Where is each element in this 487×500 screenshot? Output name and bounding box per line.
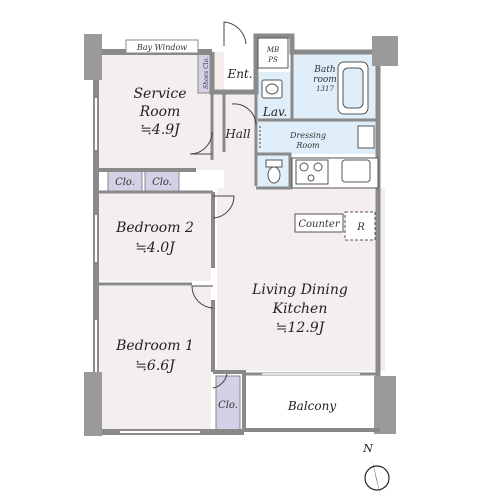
column-top-right bbox=[372, 36, 398, 66]
compass-needle-icon bbox=[372, 459, 381, 497]
closet-door-c bbox=[212, 373, 228, 389]
mb-label: MB bbox=[266, 46, 279, 54]
service-room-name-2: Room bbox=[139, 104, 181, 120]
ldk-name-1: Living Dining bbox=[251, 282, 348, 298]
burner-2 bbox=[313, 162, 323, 172]
compass-circle bbox=[364, 465, 390, 491]
ps-label: PS bbox=[267, 56, 278, 64]
entrance-door bbox=[223, 21, 247, 46]
north-label: N bbox=[362, 442, 373, 455]
north-arrow: N bbox=[362, 442, 390, 497]
washing-machine bbox=[357, 125, 375, 149]
burner-1 bbox=[299, 162, 309, 172]
dressing-room-floor bbox=[258, 120, 376, 154]
columns bbox=[84, 34, 398, 436]
bedroom1-area: ≒6.6J bbox=[135, 358, 176, 374]
column-top-left bbox=[84, 34, 102, 80]
floors bbox=[96, 52, 385, 430]
burner-3 bbox=[307, 174, 315, 182]
hall-floor bbox=[224, 92, 256, 188]
closets bbox=[107, 52, 241, 431]
dressing-label-1: Dressing bbox=[289, 131, 326, 140]
balcony-rail bbox=[244, 428, 380, 432]
refrigerator-space bbox=[344, 211, 376, 241]
bedroom1-floor bbox=[96, 286, 211, 430]
labels: Bay Window Shoes Clo. Ent. MB PS Bath ro… bbox=[115, 43, 365, 413]
bedroom2-area: ≒4.0J bbox=[135, 240, 176, 256]
kitchen-sink bbox=[341, 159, 371, 183]
r-label: R bbox=[356, 222, 365, 233]
closet-b-label: Clo. bbox=[152, 177, 172, 188]
mb-ps-box bbox=[257, 37, 289, 69]
bedroom1-name: Bedroom 1 bbox=[115, 338, 194, 354]
counter-label: Counter bbox=[298, 219, 340, 230]
balcony-floor bbox=[244, 378, 379, 430]
washbasin-bowl bbox=[265, 83, 279, 95]
ldk-name-2: Kitchen bbox=[272, 301, 328, 317]
lav-label: Lav. bbox=[262, 105, 287, 119]
entrance-label: Ent. bbox=[226, 67, 252, 81]
dressing-label-2: Room bbox=[295, 141, 320, 150]
closet-a-label: Clo. bbox=[115, 177, 135, 188]
counter-box bbox=[294, 213, 344, 233]
bedroom2-door bbox=[212, 195, 235, 219]
bathtub-inner bbox=[342, 67, 364, 109]
windows bbox=[95, 39, 360, 433]
bath-label-1: Bath bbox=[313, 65, 335, 75]
bay-window-label: Bay Window bbox=[136, 43, 187, 52]
doors bbox=[189, 21, 261, 389]
column-bottom-left bbox=[84, 372, 102, 436]
service-room-name-1: Service bbox=[133, 86, 186, 102]
closet-c-label: Clo. bbox=[218, 400, 238, 411]
balcony-label: Balcony bbox=[287, 399, 336, 413]
bath-size-label: 1317 bbox=[316, 85, 334, 93]
service-room-door bbox=[189, 131, 213, 155]
hall-label: Hall bbox=[224, 127, 250, 141]
toilet-tank bbox=[265, 159, 283, 168]
service-room-area: ≒4.9J bbox=[140, 122, 181, 138]
fixtures bbox=[257, 37, 379, 241]
hall-lav-door bbox=[231, 103, 257, 125]
bath-label-2: room bbox=[313, 75, 337, 85]
ldk-area: ≒12.9J bbox=[276, 320, 326, 336]
bedroom2-floor bbox=[96, 193, 211, 281]
column-bottom-right bbox=[374, 376, 396, 434]
bay-window-box bbox=[125, 39, 199, 54]
bedroom1-door bbox=[191, 285, 214, 309]
toilet-bowl bbox=[267, 166, 281, 184]
shoes-clo-label: Shoes Clo. bbox=[203, 57, 210, 89]
bedroom2-name: Bedroom 2 bbox=[115, 220, 194, 236]
